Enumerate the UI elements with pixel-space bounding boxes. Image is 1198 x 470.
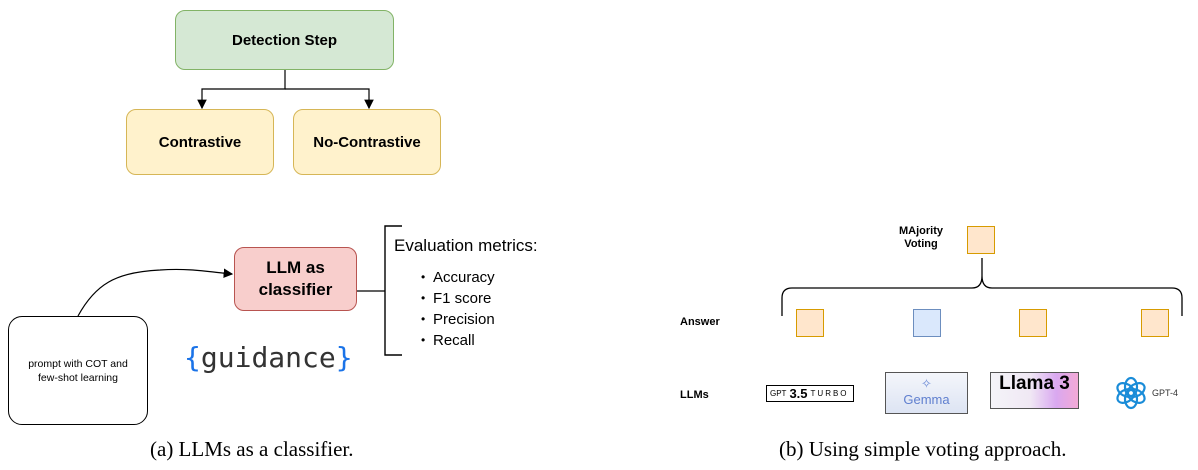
llms-row-label: LLMs	[680, 389, 709, 401]
majority-voting-line2: Voting	[904, 238, 938, 250]
arrow-prompt-to-llm	[77, 268, 234, 317]
prompt-label-line2: few-shot learning	[38, 371, 118, 384]
metrics-bracket	[384, 225, 402, 356]
metrics-title: Evaluation metrics:	[394, 236, 538, 255]
gpt35-turbo-logo: GPT 3.5 TURBO	[766, 385, 854, 402]
gemma-text: Gemma	[903, 392, 950, 407]
answer-square-llama	[1019, 309, 1047, 337]
voting-curly-brace	[781, 258, 1183, 316]
metric-item: Recall	[421, 332, 475, 349]
guidance-logo: {guidance}	[184, 341, 353, 374]
answer-square-gemma	[913, 309, 941, 337]
llm-classifier-box: LLM as classifier	[234, 247, 357, 311]
metric-item: Precision	[421, 311, 495, 328]
openai-icon	[1116, 376, 1146, 410]
majority-answer-square	[967, 226, 995, 254]
contrastive-label: Contrastive	[158, 133, 242, 151]
gpt35-suffix: TURBO	[810, 389, 849, 398]
contrastive-box: Contrastive	[126, 109, 274, 175]
llama3-text: Llama 3	[999, 373, 1070, 394]
gpt4-logo: GPT-4	[1114, 372, 1198, 414]
detection-step-box: Detection Step	[175, 10, 394, 70]
answer-square-gpt4	[1141, 309, 1169, 337]
prompt-box: prompt with COT and few-shot learning	[8, 316, 148, 425]
majority-voting-line1: MAjority	[899, 225, 943, 237]
metric-item: Accuracy	[421, 269, 495, 286]
llm-classifier-label-line1: LLM as	[266, 258, 325, 277]
prompt-label-line1: prompt with COT and	[28, 357, 128, 370]
arrow-to-contrastive	[197, 70, 286, 110]
caption-right: (b) Using simple voting approach.	[779, 437, 1067, 461]
gemma-logo: ✧ Gemma	[885, 372, 968, 414]
gpt35-version: 3.5	[789, 386, 808, 401]
answer-row-label: Answer	[680, 316, 720, 328]
no-contrastive-box: No-Contrastive	[293, 109, 441, 175]
llm-classifier-label-line2: classifier	[258, 280, 333, 299]
llama3-logo: Llama 3	[990, 372, 1079, 409]
answer-square-gpt35	[796, 309, 824, 337]
gemma-sparkle-icon: ✧	[921, 376, 932, 391]
detection-step-label: Detection Step	[231, 31, 337, 49]
caption-left: (a) LLMs as a classifier.	[150, 437, 354, 461]
majority-voting-label: MAjority Voting	[899, 225, 943, 251]
gpt4-text: GPT-4	[1152, 388, 1179, 398]
guidance-logo-text: {guidance}	[184, 341, 353, 374]
metric-item: F1 score	[421, 290, 491, 307]
gpt35-prefix: GPT	[770, 389, 787, 398]
arrow-to-no-contrastive	[285, 88, 374, 110]
no-contrastive-label: No-Contrastive	[313, 133, 421, 151]
